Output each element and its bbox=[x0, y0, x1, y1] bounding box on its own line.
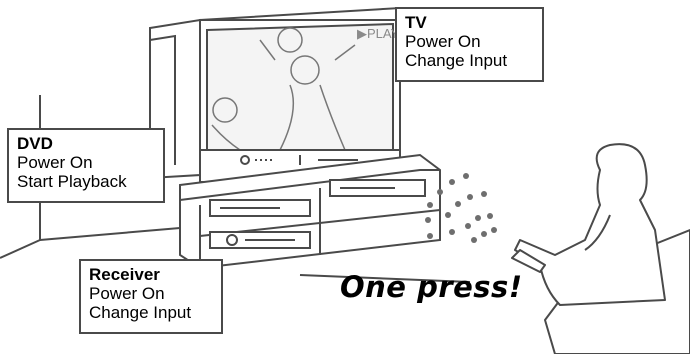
receiver-callout: Receiver Power On Change Input bbox=[79, 259, 223, 334]
screen-play-indicator: ▶PLAY bbox=[357, 26, 399, 42]
tv-callout-line2: Change Input bbox=[405, 51, 534, 70]
tv-callout-title: TV bbox=[405, 13, 534, 32]
dvd-callout-line2: Start Playback bbox=[17, 172, 155, 191]
dvd-callout: DVD Power On Start Playback bbox=[7, 128, 165, 203]
receiver-callout-line1: Power On bbox=[89, 284, 213, 303]
one-press-slogan: One press! bbox=[340, 270, 523, 304]
receiver-callout-title: Receiver bbox=[89, 265, 213, 284]
tv-callout-line1: Power On bbox=[405, 32, 534, 51]
dvd-callout-title: DVD bbox=[17, 134, 155, 153]
dvd-callout-line1: Power On bbox=[17, 153, 155, 172]
person-with-remote bbox=[512, 144, 690, 354]
tv-callout: TV Power On Change Input bbox=[395, 7, 544, 82]
receiver-callout-line2: Change Input bbox=[89, 303, 213, 322]
